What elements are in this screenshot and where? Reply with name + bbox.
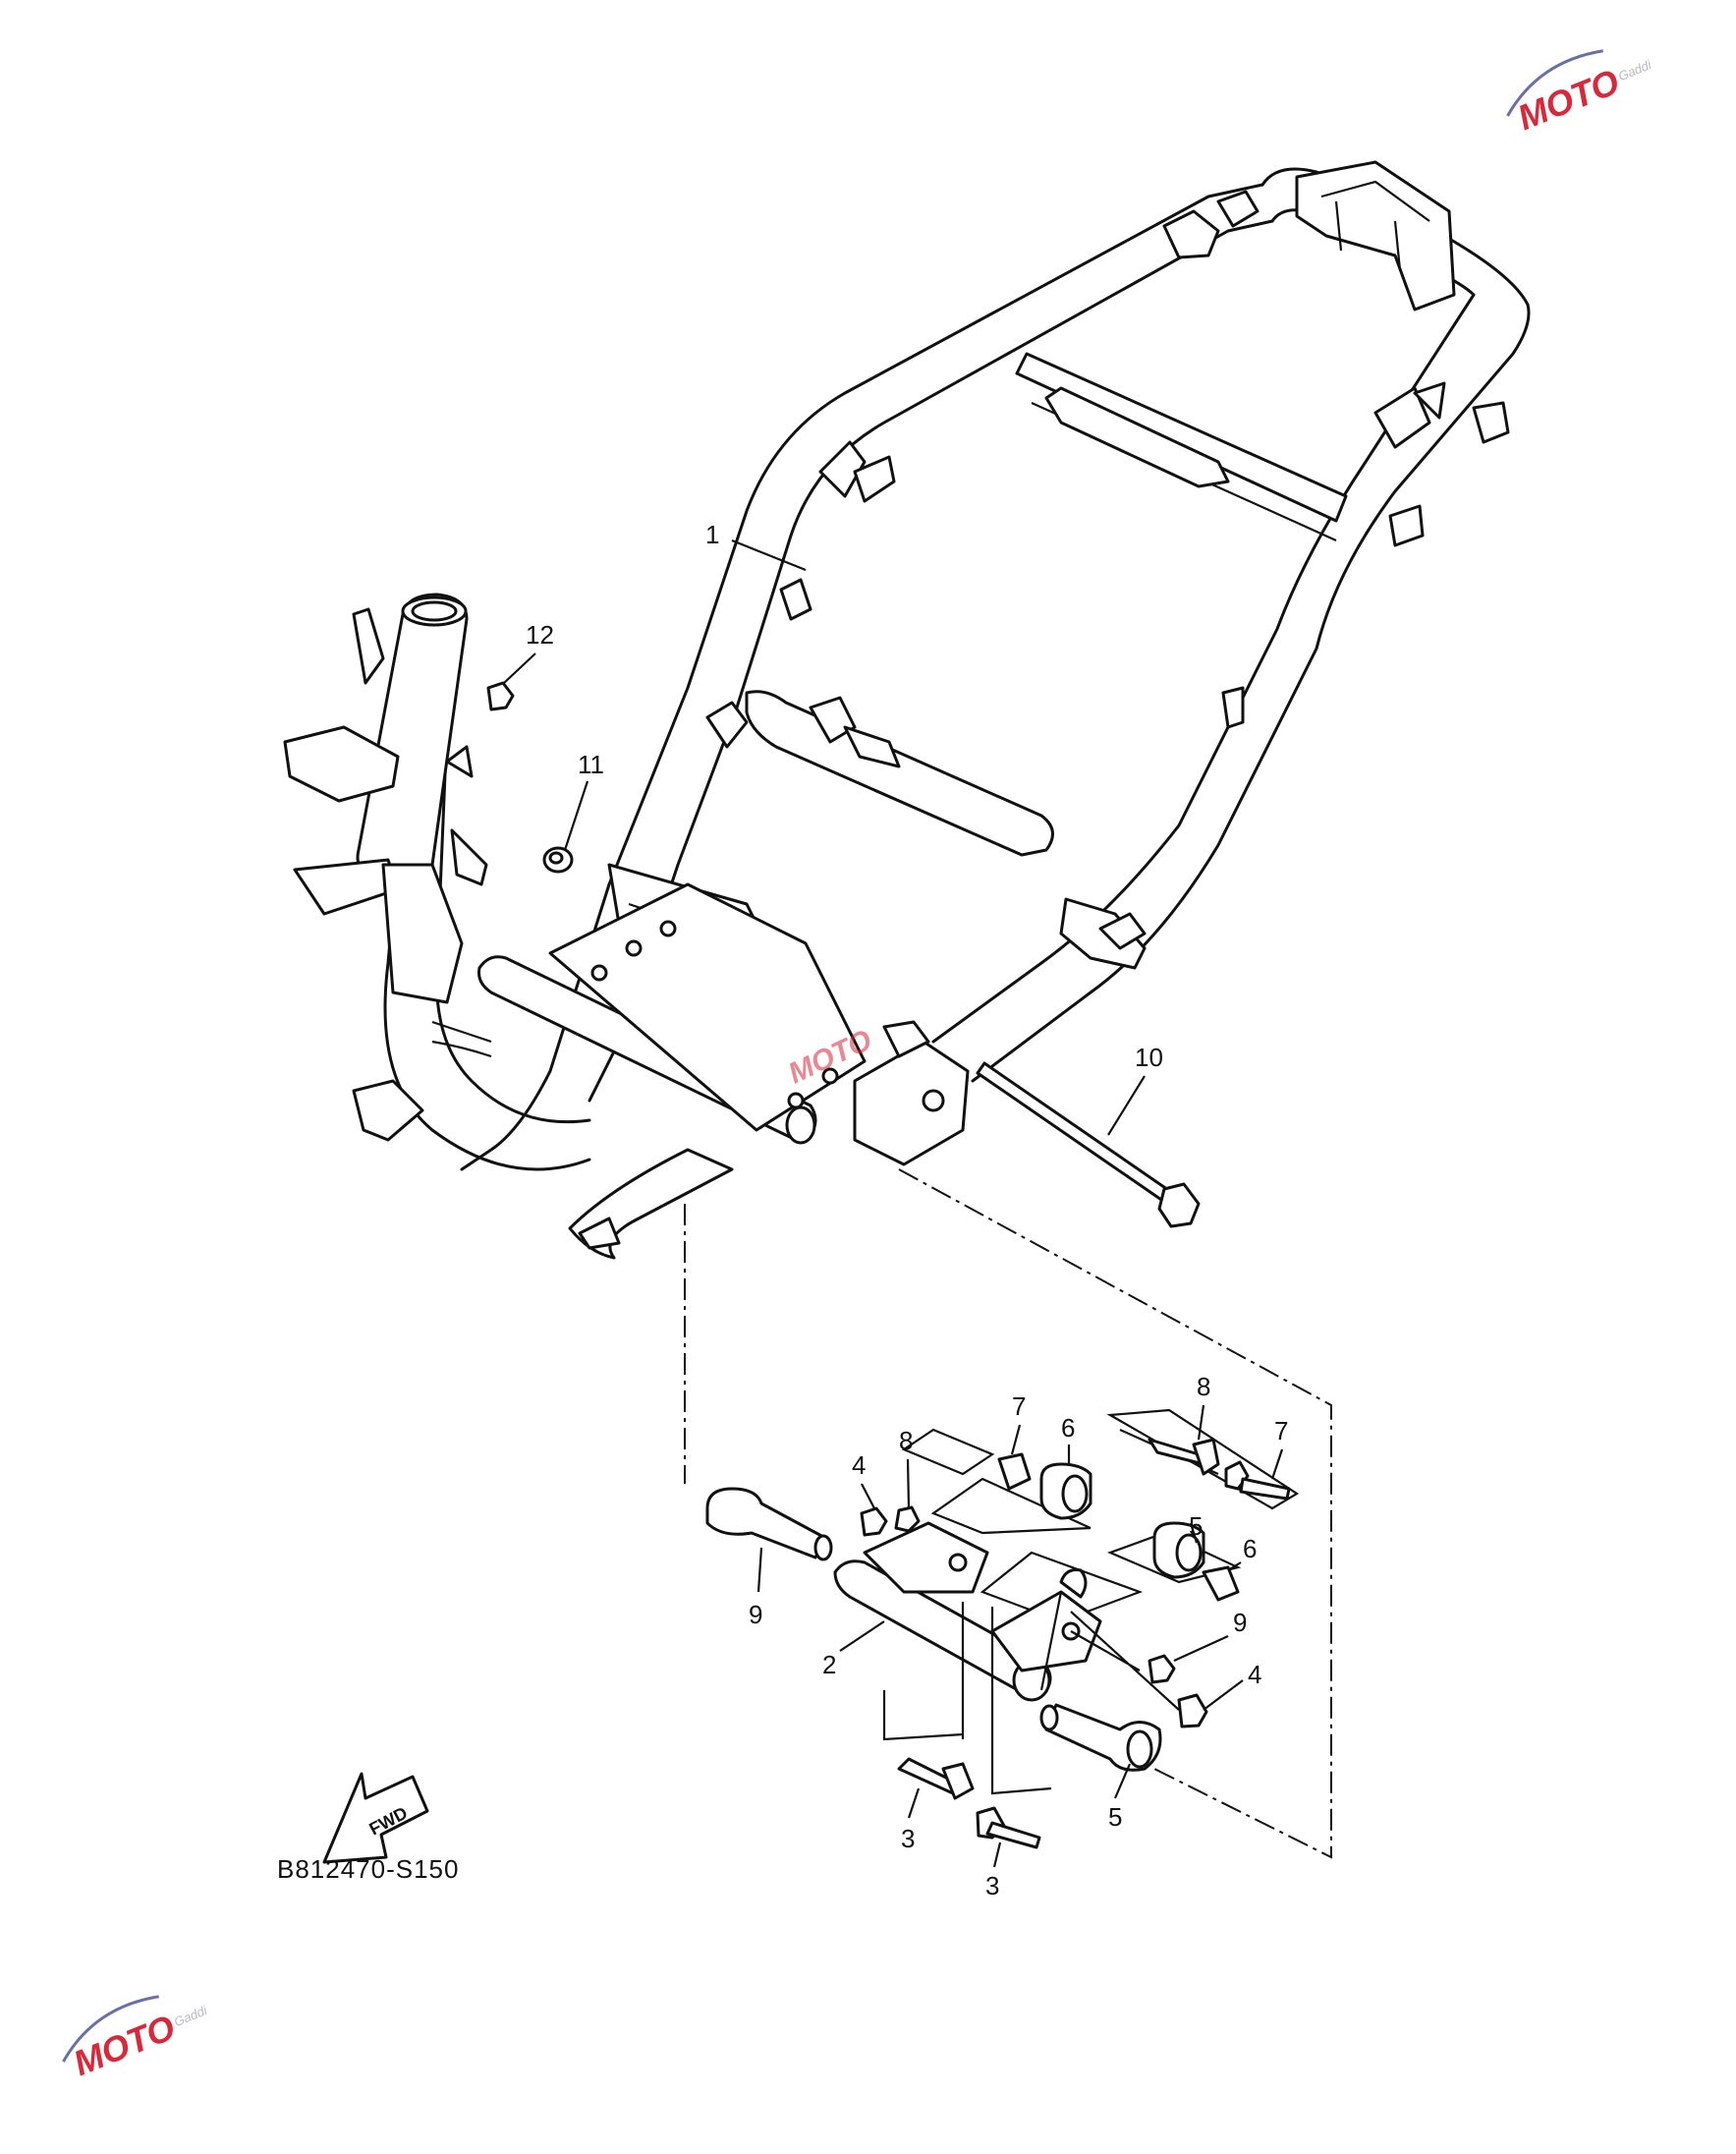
callout-6-right: 6 — [1243, 1534, 1257, 1563]
watermark-bottom-left: MOTO Gaddi — [62, 1995, 210, 2083]
callout-4-left: 4 — [852, 1450, 866, 1480]
callout-9-right: 5 — [1108, 1802, 1122, 1832]
watermark-text-2: MOTO — [68, 2007, 181, 2083]
callout-7-right: 7 — [1274, 1416, 1288, 1445]
callout-9-left: 9 — [749, 1600, 762, 1629]
watermark-text: MOTO — [1512, 61, 1625, 138]
callout-8-right: 9 — [1233, 1608, 1247, 1637]
callout-4-right: 4 — [1248, 1660, 1261, 1689]
watermark-top-right: MOTO Gaddi — [1506, 49, 1654, 138]
callout-10: 10 — [1135, 1043, 1163, 1072]
callout-3-right: 3 — [985, 1871, 999, 1900]
callout-11: 11 — [578, 750, 604, 779]
watermark-subtext: Gaddi — [1616, 57, 1654, 84]
callout-5-top: 6 — [1061, 1413, 1075, 1443]
callout-3-left: 3 — [901, 1824, 915, 1853]
assembly-lines — [684, 1168, 1332, 1859]
part-11-collar — [542, 846, 574, 874]
callout-8-left: 8 — [899, 1426, 913, 1455]
part-12-nut — [486, 681, 515, 711]
callout-7-top: 8 — [1197, 1372, 1210, 1401]
callout-12: 12 — [526, 620, 554, 650]
main-frame — [283, 160, 1531, 1260]
callouts: 1 12 11 10 4 8 7 6 8 7 5 6 9 4 2 9 5 3 3 — [526, 520, 1288, 1900]
part-10-bolt — [976, 1061, 1201, 1228]
watermark-subtext-2: Gaddi — [172, 2003, 210, 2029]
fwd-arrow: FWD — [322, 1772, 429, 1864]
callout-5-right: 5 — [1189, 1511, 1203, 1541]
leader-lines — [503, 538, 1284, 1868]
callout-1: 1 — [705, 520, 719, 549]
engine-bracket-assembly — [705, 1408, 1300, 1849]
callout-6-top: 7 — [1012, 1391, 1026, 1421]
callout-2: 2 — [822, 1650, 836, 1679]
diagram-code: B812470-S150 — [277, 1854, 459, 1884]
